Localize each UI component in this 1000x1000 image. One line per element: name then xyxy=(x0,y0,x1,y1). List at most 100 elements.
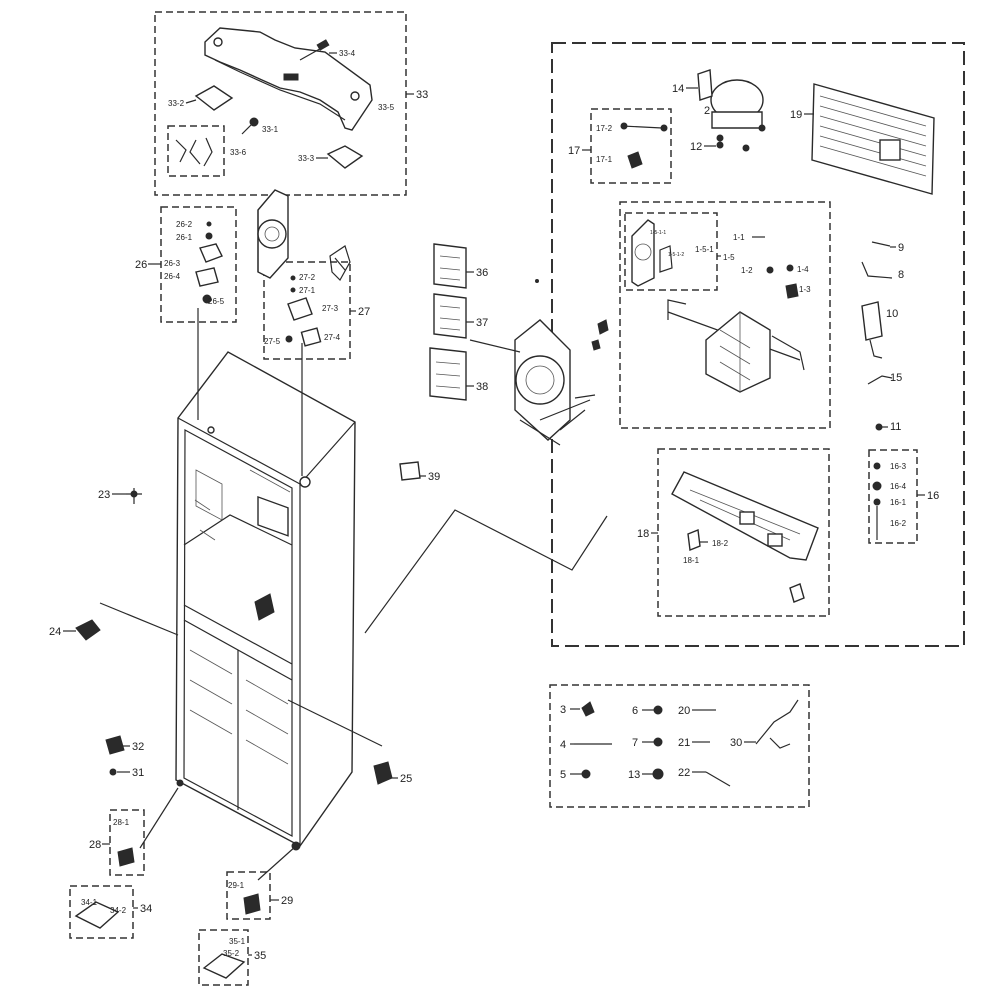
evaporator-fan-assembly xyxy=(257,189,289,279)
group-box-33-6 xyxy=(167,125,225,177)
label-35-2: 35-2 xyxy=(223,949,240,958)
group-box-1-5-1 xyxy=(624,212,718,291)
small-screw-mid xyxy=(535,279,539,283)
compressor-2 xyxy=(710,79,766,152)
part-35 xyxy=(202,953,246,979)
valve-17-2 xyxy=(620,122,668,132)
label-16-2: 16-2 xyxy=(890,519,907,528)
ice-maker-1-5-1 xyxy=(631,219,673,287)
refrigerator-cabinet xyxy=(175,351,356,851)
part-9 xyxy=(871,241,891,247)
damper-assembly-27 xyxy=(285,275,322,347)
label-18: 18 xyxy=(637,528,649,540)
part-32 xyxy=(105,735,125,755)
part-23 xyxy=(126,488,142,504)
label-16-4: 16-4 xyxy=(890,482,907,491)
part-15 xyxy=(867,375,893,385)
label-33-3: 33-3 xyxy=(298,154,315,163)
label-23: 23 xyxy=(98,489,110,501)
label-14: 14 xyxy=(672,83,684,95)
label-7: 7 xyxy=(632,737,638,749)
group-box-17 xyxy=(590,108,672,184)
hinge-plate-33-3 xyxy=(326,145,364,169)
part-13 xyxy=(652,768,664,780)
leader-28-to-body xyxy=(139,787,179,849)
label-36: 36 xyxy=(476,267,488,279)
label-8: 8 xyxy=(898,269,904,281)
part-3 xyxy=(581,701,595,717)
label-26-3: 26-3 xyxy=(164,259,181,268)
label-34: 34 xyxy=(140,903,152,915)
label-33-5: 33-5 xyxy=(378,103,395,112)
part-29 xyxy=(243,893,261,915)
label-11: 11 xyxy=(890,421,901,433)
label-9: 9 xyxy=(898,242,904,254)
label-1-5-1-2: 1-5-1-2 xyxy=(668,252,684,258)
group-box-35 xyxy=(198,929,249,986)
label-31: 31 xyxy=(132,767,144,779)
label-5: 5 xyxy=(560,769,566,781)
label-33-6: 33-6 xyxy=(230,148,247,157)
label-38: 38 xyxy=(476,381,488,393)
label-27-4: 27-4 xyxy=(324,333,341,342)
bolt-33-1 xyxy=(241,117,259,135)
part-5 xyxy=(581,769,591,779)
fan-guard-27 xyxy=(329,245,351,281)
ice-maker-housing xyxy=(469,319,596,446)
part-6 xyxy=(653,705,663,715)
part-18-screw xyxy=(789,583,805,603)
connector-mid xyxy=(591,319,609,351)
label-27-1: 27-1 xyxy=(299,286,316,295)
grommet-12 xyxy=(716,141,724,149)
label-10: 10 xyxy=(886,308,898,320)
label-1-2: 1-2 xyxy=(741,266,753,275)
label-21: 21 xyxy=(678,737,690,749)
leader-29-to-body xyxy=(257,845,297,881)
part-11 xyxy=(875,423,883,431)
part-25 xyxy=(373,761,393,785)
label-24: 24 xyxy=(49,626,61,638)
relay-14 xyxy=(697,69,713,101)
control-board-18 xyxy=(671,471,819,561)
label-1-1: 1-1 xyxy=(733,233,745,242)
label-13: 13 xyxy=(628,769,640,781)
label-1-5-1: 1-5-1 xyxy=(695,245,714,254)
label-18-1: 18-1 xyxy=(683,556,700,565)
label-30: 30 xyxy=(730,737,742,749)
ice-maker-assembly-1-5 xyxy=(667,299,805,393)
label-35-1: 35-1 xyxy=(229,937,246,946)
label-19: 19 xyxy=(790,109,802,121)
label-15: 15 xyxy=(890,372,902,384)
label-1-4: 1-4 xyxy=(797,265,809,274)
label-2: 2 xyxy=(704,105,710,117)
part-34 xyxy=(74,901,120,929)
label-26-1: 26-1 xyxy=(176,233,193,242)
screw-33-4 xyxy=(299,39,330,61)
group-box-34 xyxy=(69,885,134,939)
label-1-3: 1-3 xyxy=(799,285,811,294)
group-box-1 xyxy=(619,201,831,429)
label-26-5: 26-5 xyxy=(208,297,225,306)
label-33: 33 xyxy=(416,89,428,101)
group-box-18 xyxy=(657,448,830,617)
cap-1-3 xyxy=(785,283,799,299)
label-17: 17 xyxy=(568,145,580,157)
part-24 xyxy=(75,619,101,641)
part-22 xyxy=(705,771,731,787)
label-1-5-1-1: 1-5-1-1 xyxy=(650,230,666,236)
water-valve-10 xyxy=(861,301,883,359)
dispenser-panel-36 xyxy=(433,243,467,289)
top-hinge-bracket-33-5 xyxy=(204,27,373,131)
label-27: 27 xyxy=(358,306,370,318)
label-34-1: 34-1 xyxy=(81,898,98,907)
label-16-1: 16-1 xyxy=(890,498,907,507)
label-34-2: 34-2 xyxy=(110,906,127,915)
part-7 xyxy=(653,737,663,747)
label-6: 6 xyxy=(632,705,638,717)
part-31 xyxy=(109,768,117,776)
part-28-1 xyxy=(117,847,135,867)
nut-1-2 xyxy=(766,266,774,274)
dispenser-panel-37 xyxy=(433,293,467,339)
condenser-19 xyxy=(811,83,935,195)
